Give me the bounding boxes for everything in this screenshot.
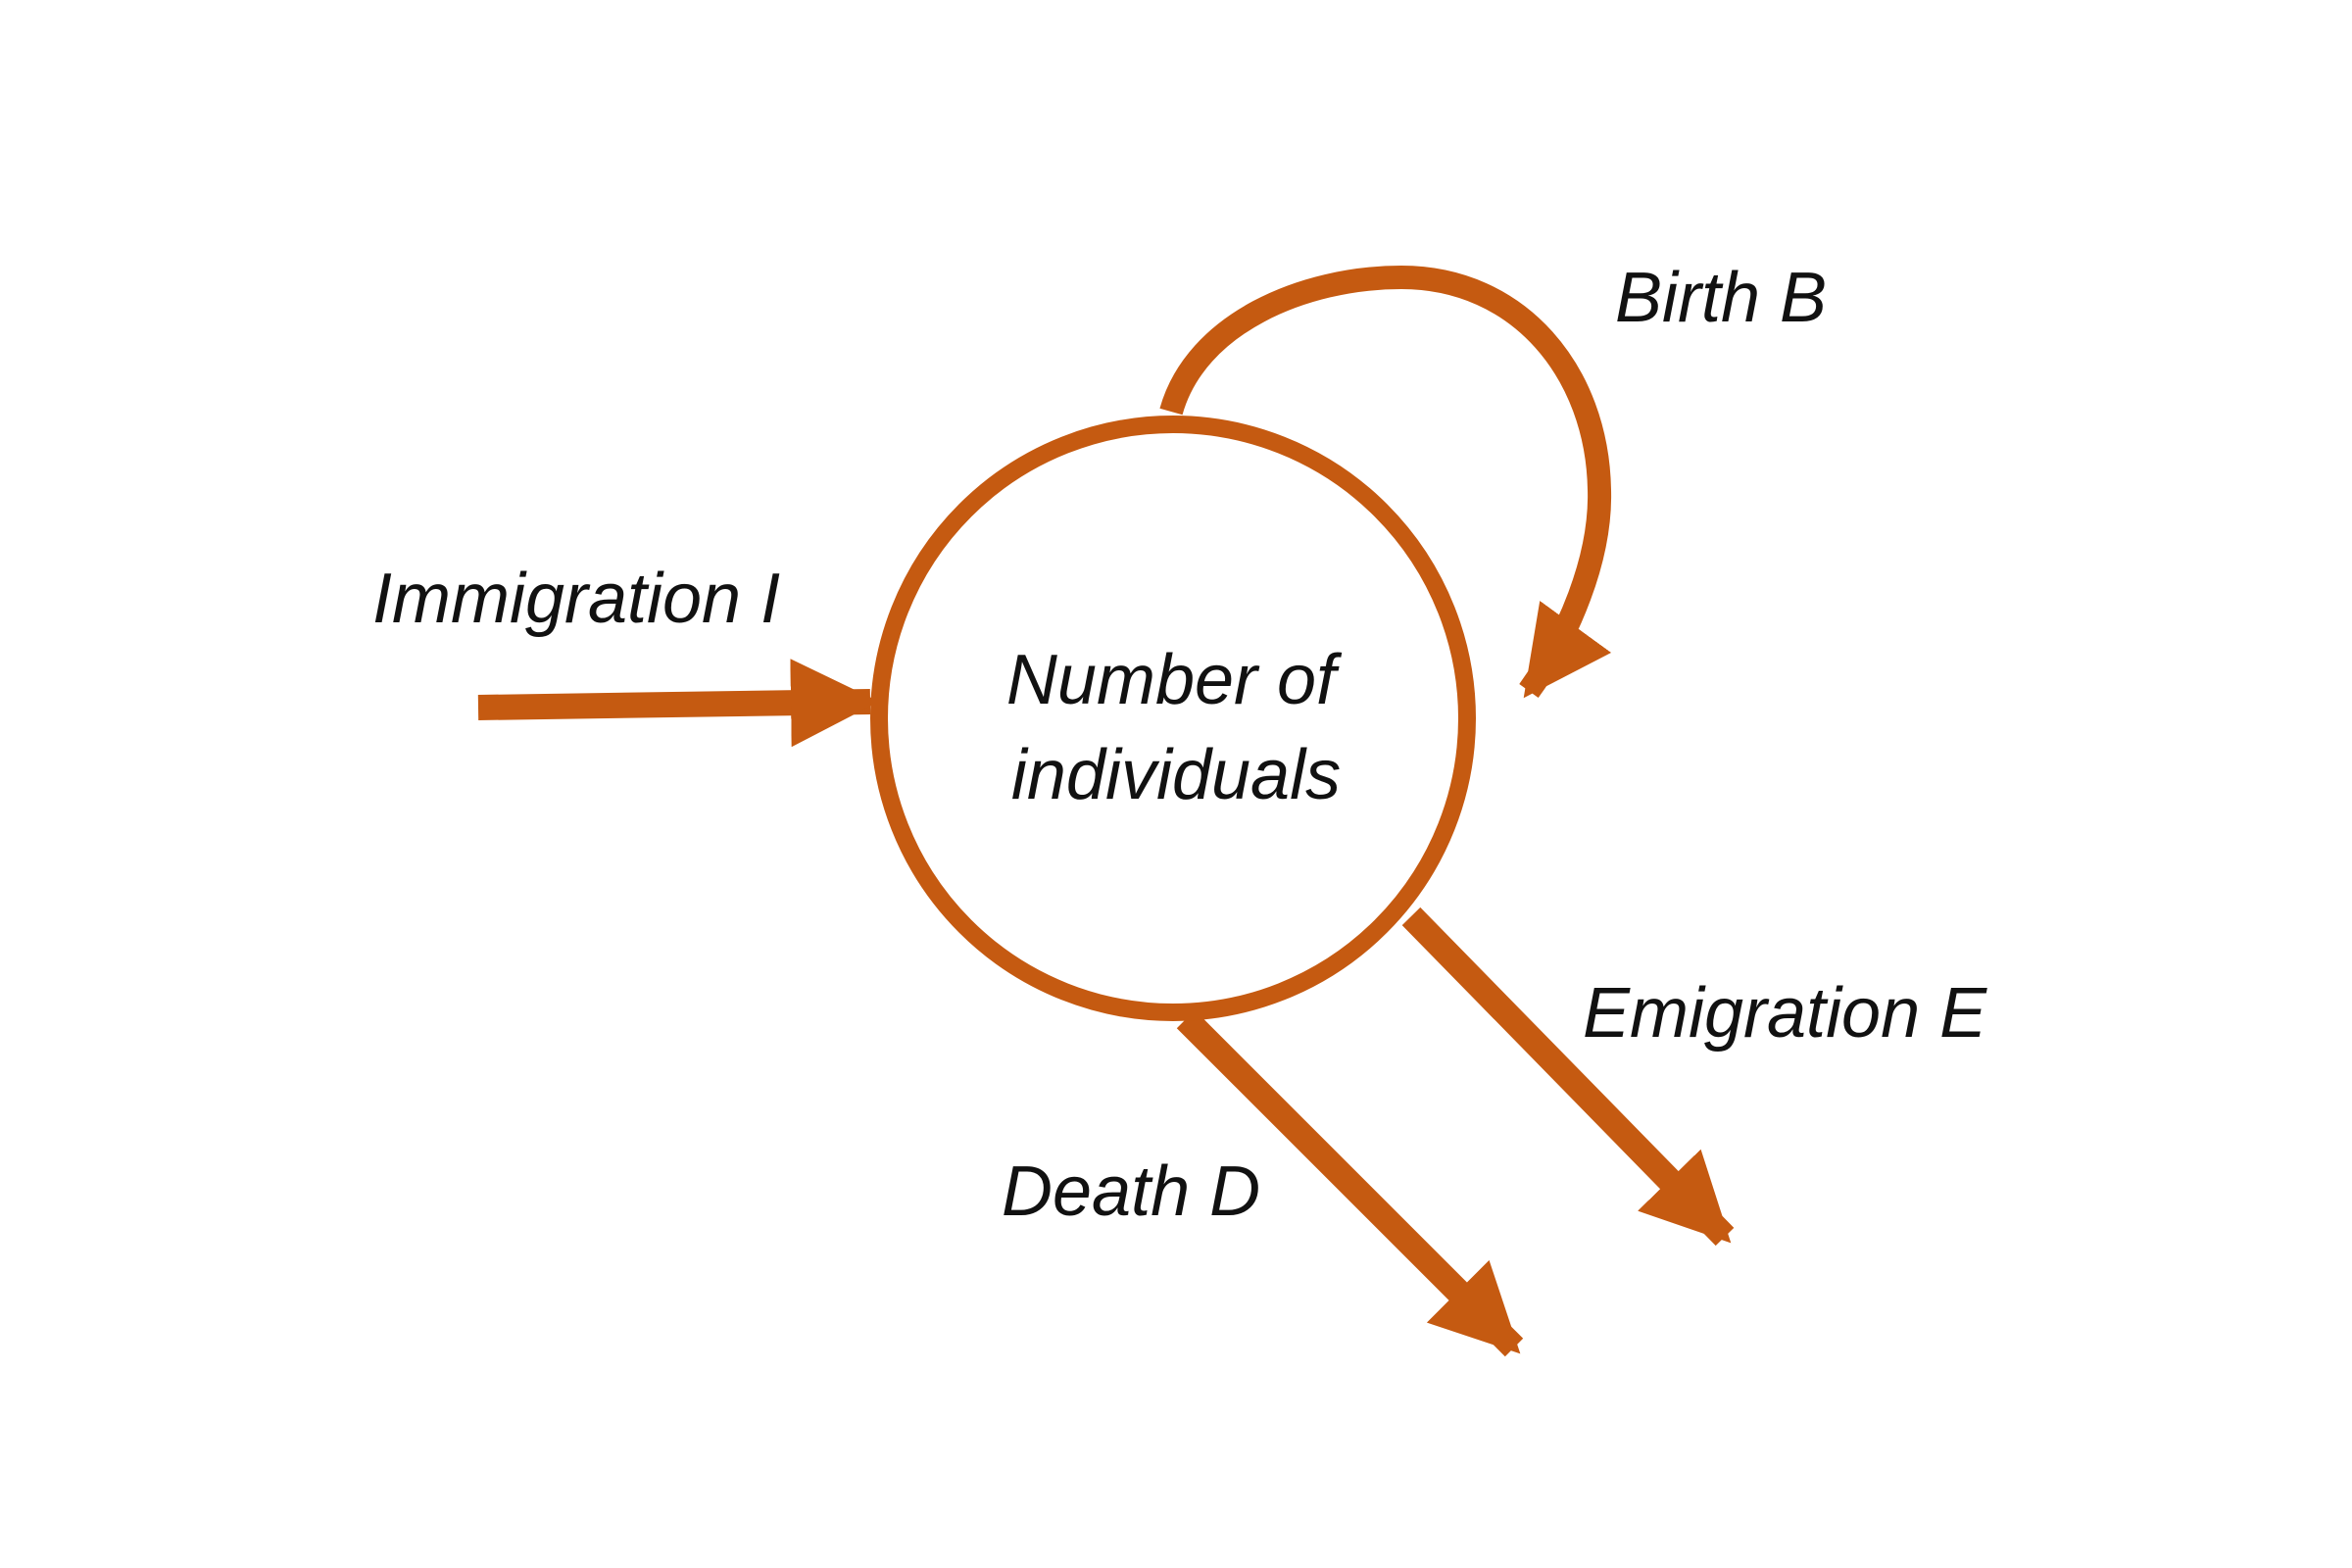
emigration-label: Emigration E — [1583, 974, 1987, 1053]
center-label-line2: individuals — [1011, 736, 1341, 814]
immigration-label: Immigration I — [372, 560, 780, 638]
birth-label: Birth B — [1615, 259, 1827, 337]
death-arrow — [1176, 1009, 1524, 1357]
emigration-arrow — [1401, 906, 1735, 1247]
birth-arrow — [1159, 265, 1612, 699]
death-label: Death D — [1002, 1152, 1260, 1231]
population-circle — [870, 416, 1476, 1021]
center-label: Number of individuals — [1006, 641, 1355, 814]
center-label-line1: Number of — [1006, 641, 1343, 719]
immigration-arrow — [477, 659, 879, 748]
